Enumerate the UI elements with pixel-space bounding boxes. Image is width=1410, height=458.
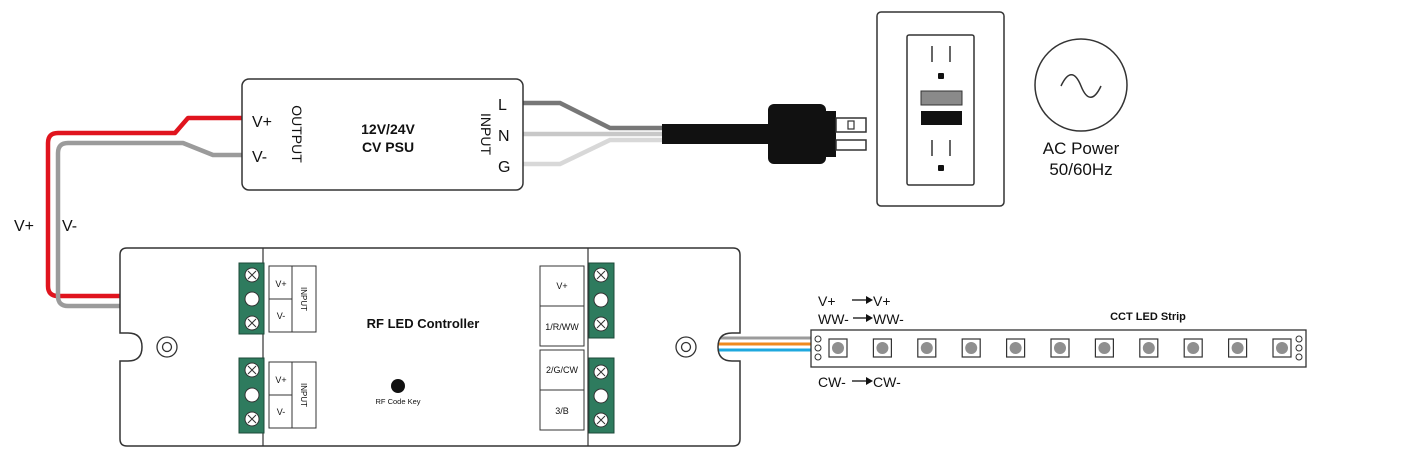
- wall-outlet: [876, 11, 1005, 207]
- psu-input-label: INPUT: [478, 113, 494, 155]
- ac-frequency-label: 50/60Hz: [1049, 160, 1112, 179]
- terminal-screw: [244, 291, 260, 307]
- psu-vminus-label: V-: [252, 149, 267, 166]
- psu-output-label: OUTPUT: [289, 105, 305, 163]
- input1-vminus-label: V-: [277, 311, 286, 321]
- plug-face: [826, 111, 836, 157]
- solder-pad: [1295, 353, 1303, 361]
- solder-pad: [1295, 335, 1303, 343]
- input-terminal-2: [238, 357, 265, 434]
- power-supply: V+ V- OUTPUT 12V/24V CV PSU INPUT L N G: [241, 78, 524, 191]
- wire-vminus-label: V-: [62, 218, 77, 235]
- cct-led-strip: V+ V+ WW- WW- CW- CW- CCT LED Strip: [810, 293, 1307, 390]
- led-emitter: [1276, 342, 1288, 354]
- output-ch1-label: 1/R/WW: [545, 322, 579, 332]
- plug-prong-bottom: [835, 139, 867, 151]
- output-vplus-label: V+: [556, 281, 567, 291]
- terminal-screw: [593, 388, 609, 404]
- mount-hole-right-inner: [680, 341, 692, 353]
- led-emitter: [1009, 342, 1022, 354]
- led-emitter: [965, 342, 978, 354]
- input1-label: INPUT: [299, 287, 308, 311]
- plug-prong-top-hole: [847, 120, 855, 130]
- input2-label: INPUT: [299, 383, 308, 407]
- psu-title-line1: 12V/24V: [361, 121, 415, 137]
- arrow-icon: [866, 314, 873, 322]
- screw-slot-icon: [596, 415, 606, 425]
- live-wire: [523, 100, 665, 131]
- led-chips: [828, 338, 1292, 358]
- ground-wire: [523, 137, 665, 167]
- solder-pad: [814, 353, 822, 361]
- led-emitter: [876, 342, 889, 354]
- map-cw-to: CW-: [873, 374, 901, 390]
- ac-power-source: AC Power 50/60Hz: [1034, 38, 1128, 179]
- solder-pad: [814, 344, 822, 352]
- outlet-test-button: [920, 90, 963, 106]
- led-emitter: [920, 342, 933, 354]
- plug-cable: [662, 124, 772, 144]
- plug-body: [768, 104, 826, 164]
- outlet-face: [906, 34, 975, 186]
- terminal-screw: [244, 387, 260, 403]
- solder-pad: [814, 335, 822, 343]
- output-terminal-2: [588, 357, 615, 434]
- led-emitter: [1231, 342, 1244, 354]
- input2-vplus-label: V+: [275, 375, 286, 385]
- led-emitter: [1187, 342, 1200, 354]
- map-ww-to: WW-: [873, 311, 904, 327]
- led-emitter: [1098, 342, 1111, 354]
- led-emitter: [832, 342, 844, 354]
- psu-title-line2: CV PSU: [362, 139, 414, 155]
- led-emitter: [1142, 342, 1155, 354]
- screw-slot-icon: [596, 367, 606, 377]
- screw-slot-icon: [247, 270, 257, 280]
- mount-hole-left-inner: [161, 341, 173, 353]
- strip-left-pads: [814, 335, 822, 361]
- wire-vplus-label: V+: [14, 218, 34, 235]
- rf-code-key-label: RF Code Key: [375, 397, 420, 406]
- arrow-icon: [866, 296, 873, 304]
- screw-slot-icon: [247, 365, 257, 375]
- input-terminal-1: [238, 262, 265, 335]
- input2-vminus-label: V-: [277, 407, 286, 417]
- rf-code-key-button[interactable]: [391, 379, 405, 393]
- map-vplus-from: V+: [818, 293, 836, 309]
- output-ch2-label: 2/G/CW: [546, 365, 579, 375]
- ac-power-label: AC Power: [1043, 139, 1120, 158]
- power-plug: [662, 104, 867, 164]
- controller-title: RF LED Controller: [367, 316, 480, 331]
- output-terminal-1: [588, 262, 615, 339]
- map-ww-from: WW-: [818, 311, 849, 327]
- psu-body: [241, 78, 524, 191]
- output-ch3-label: 3/B: [555, 406, 569, 416]
- terminal-screw: [593, 292, 609, 308]
- outlet-reset-button: [921, 111, 962, 125]
- outlet-ground-hole: [938, 165, 944, 171]
- negative-wire: [55, 140, 242, 327]
- screw-slot-icon: [596, 270, 606, 280]
- sine-wave-icon: [1060, 74, 1102, 98]
- map-vplus-to: V+: [873, 293, 891, 309]
- led-emitter: [1054, 342, 1066, 354]
- screw-slot-icon: [247, 414, 257, 424]
- screw-slot-icon: [247, 318, 257, 328]
- input1-vplus-label: V+: [275, 279, 286, 289]
- psu-n-label: N: [498, 128, 510, 145]
- psu-g-label: G: [498, 159, 510, 176]
- map-cw-from: CW-: [818, 374, 846, 390]
- psu-l-label: L: [498, 97, 507, 114]
- outlet-ground-hole: [938, 73, 944, 79]
- screw-slot-icon: [596, 319, 606, 329]
- strip-title: CCT LED Strip: [1110, 311, 1186, 323]
- strip-right-pads: [1295, 335, 1303, 361]
- psu-vplus-label: V+: [252, 114, 272, 131]
- arrow-icon: [866, 377, 873, 385]
- rf-led-controller: V+ V- INPUT V+ V- INPUT RF LED Controlle…: [119, 247, 741, 447]
- controller-body: [119, 247, 741, 447]
- solder-pad: [1295, 344, 1303, 352]
